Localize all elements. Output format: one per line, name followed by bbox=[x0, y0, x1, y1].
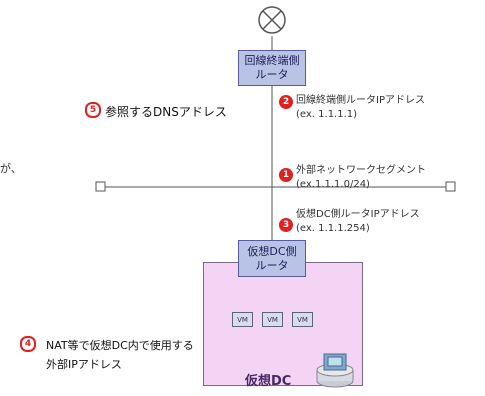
crossed-circle-icon bbox=[258, 6, 286, 34]
router-label-line1: 回線終端側 bbox=[244, 54, 300, 67]
datacenter-server-icon bbox=[316, 353, 354, 388]
router-label-line2: ルータ bbox=[255, 68, 289, 81]
vm-box: VM bbox=[232, 312, 253, 327]
cut-off-text: が、 bbox=[0, 162, 22, 175]
router-ip-example: (ex. 1.1.1.1) bbox=[296, 109, 358, 120]
badge-5: 5 bbox=[85, 102, 101, 118]
nat-address-label-line1: NAT等で仮想DC内で使用する bbox=[46, 339, 194, 352]
segment-end-right bbox=[445, 181, 456, 192]
virtual-dc-label: 仮想DC bbox=[245, 374, 292, 389]
vm-box: VM bbox=[262, 312, 283, 327]
segment-example: (ex.1.1.1.0/24) bbox=[296, 179, 370, 190]
dc-router-label-line1: 仮想DC側 bbox=[247, 245, 297, 258]
badge-1: 1 bbox=[279, 168, 293, 182]
dc-router-ip-example: (ex. 1.1.1.254) bbox=[296, 223, 370, 234]
dc-side-router: 仮想DC側 ルータ bbox=[238, 240, 306, 277]
segment-end-left bbox=[95, 181, 106, 192]
dc-router-ip-label: 仮想DC側ルータIPアドレス bbox=[296, 209, 420, 220]
dc-router-label-line2: ルータ bbox=[255, 259, 289, 272]
vm-box: VM bbox=[292, 312, 313, 327]
segment-label: 外部ネットワークセグメント bbox=[296, 165, 426, 176]
router-ip-label: 回線終端側ルータIPアドレス bbox=[296, 95, 425, 106]
badge-3: 3 bbox=[279, 218, 293, 232]
line-termination-router: 回線終端側 ルータ bbox=[238, 50, 306, 86]
dns-address-label: 参照するDNSアドレス bbox=[105, 105, 227, 119]
nat-address-label-line2: 外部IPアドレス bbox=[46, 358, 122, 371]
badge-2: 2 bbox=[279, 95, 293, 109]
badge-4: 4 bbox=[20, 336, 36, 352]
